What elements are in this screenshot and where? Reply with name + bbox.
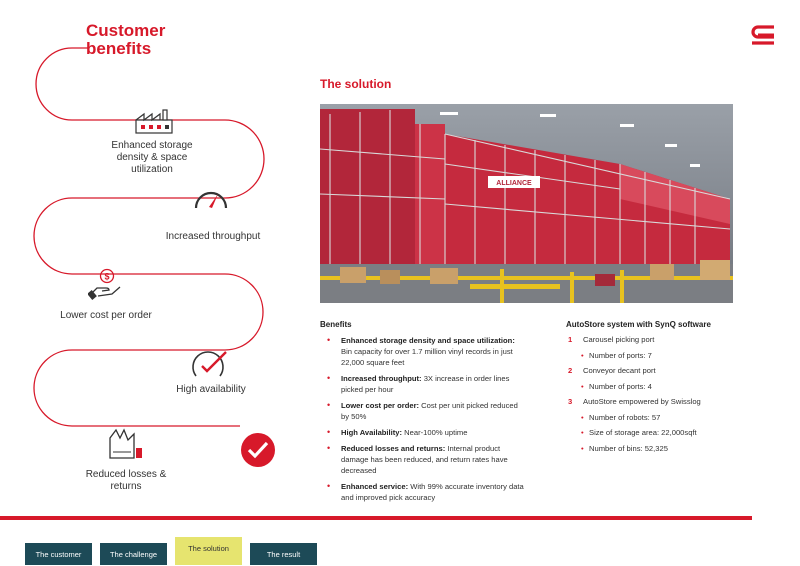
benefits-heading: Benefits: [320, 320, 352, 329]
tab-the-customer[interactable]: The customer: [25, 543, 92, 565]
list-item: Enhanced service: With 99% accurate inve…: [326, 481, 526, 503]
page-title: Customer benefits: [86, 21, 166, 58]
brand-logo-icon: [751, 25, 774, 45]
warehouse-photo: ALLIANCE: [320, 104, 733, 303]
broken-box-icon: [109, 428, 142, 459]
svg-text:$: $: [104, 272, 109, 282]
list-item: Number of ports: 4: [568, 381, 768, 392]
list-item: Size of storage area: 22,000sqft: [568, 427, 768, 438]
tab-the-challenge[interactable]: The challenge: [100, 543, 167, 565]
list-item: Number of robots: 57: [568, 412, 768, 423]
benefit-label-losses: Reduced losses & returns: [85, 469, 167, 492]
photo-sign-text: ALLIANCE: [496, 180, 532, 187]
benefits-path: [33, 47, 265, 427]
system-heading: AutoStore system with SynQ software: [566, 320, 711, 329]
benefits-list: Enhanced storage density and space utili…: [326, 335, 526, 508]
speedometer-icon: [194, 191, 228, 209]
list-item: Enhanced storage density and space utili…: [326, 335, 526, 368]
list-item: Number of bins: 52,325: [568, 443, 768, 454]
benefit-label-cost: Lower cost per order: [60, 310, 152, 321]
list-item: Number of ports: 7: [568, 350, 768, 361]
warehouse-illustration: ALLIANCE: [320, 104, 733, 303]
tab-the-result[interactable]: The result: [250, 543, 317, 565]
factory-icon: [135, 109, 173, 134]
section-title: The solution: [320, 77, 392, 91]
gauge-check-icon: [192, 351, 227, 377]
hand-dollar-icon: $: [88, 268, 121, 300]
list-item: Increased throughput: 3X increase in ord…: [326, 373, 526, 395]
benefit-label-storage: Enhanced storage density & space utiliza…: [111, 140, 193, 175]
tab-the-solution[interactable]: The solution: [175, 537, 242, 565]
list-item: Reduced losses and returns: Internal pro…: [326, 443, 526, 476]
list-item: High Availability: Near-100% uptime: [326, 427, 526, 438]
benefit-label-availability: High availability: [176, 384, 246, 395]
check-circle-icon: [241, 433, 275, 467]
footer-divider: [0, 516, 752, 520]
list-item: Lower cost per order: Cost per unit pick…: [326, 400, 526, 422]
benefit-label-throughput: Increased throughput: [165, 231, 261, 242]
